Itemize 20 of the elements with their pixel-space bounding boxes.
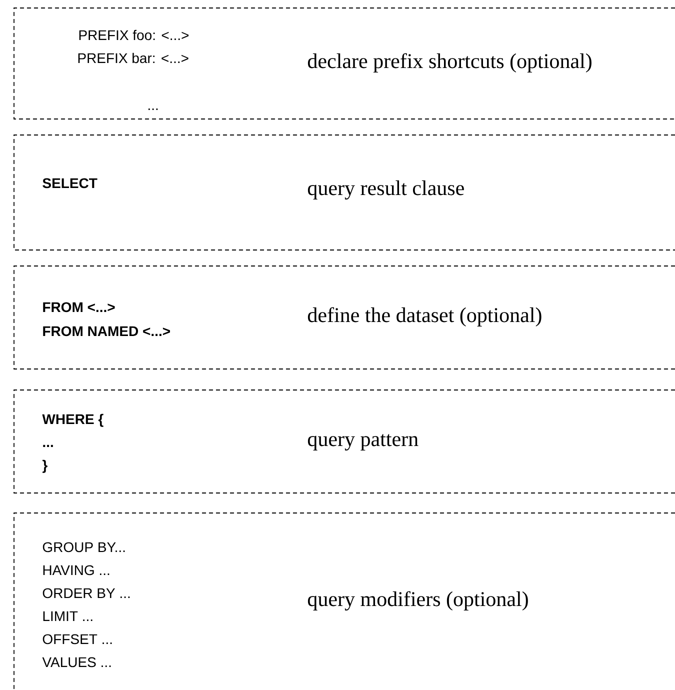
description-text: query result clause	[308, 180, 464, 200]
code-text: SELECT	[42, 178, 98, 188]
description-text: define the dataset (optional)	[308, 307, 542, 326]
code-text: GROUP BY...	[42, 542, 125, 552]
code-text: ORDER BY ...	[42, 588, 130, 598]
description-text: query modifiers (optional)	[308, 591, 528, 611]
code-text: HAVING ...	[43, 565, 110, 576]
code-text: VALUES ...	[42, 657, 111, 668]
description-text: query pattern	[308, 434, 418, 451]
code-text: FROM <...>	[43, 302, 115, 312]
code-text: WHERE {	[42, 414, 104, 427]
code-text: FROM NAMED <...>	[43, 326, 170, 336]
code-text: ...	[43, 444, 53, 447]
code-text: ...	[148, 108, 158, 110]
code-text: OFFSET ...	[42, 634, 112, 644]
code-text: LIMIT ...	[43, 611, 92, 621]
code-text: PREFIX foo: <...>	[79, 30, 189, 40]
code-text: PREFIX bar: <...>	[78, 52, 188, 64]
description-text: declare prefix shortcuts (optional)	[308, 53, 592, 72]
code-text: }	[42, 460, 48, 473]
